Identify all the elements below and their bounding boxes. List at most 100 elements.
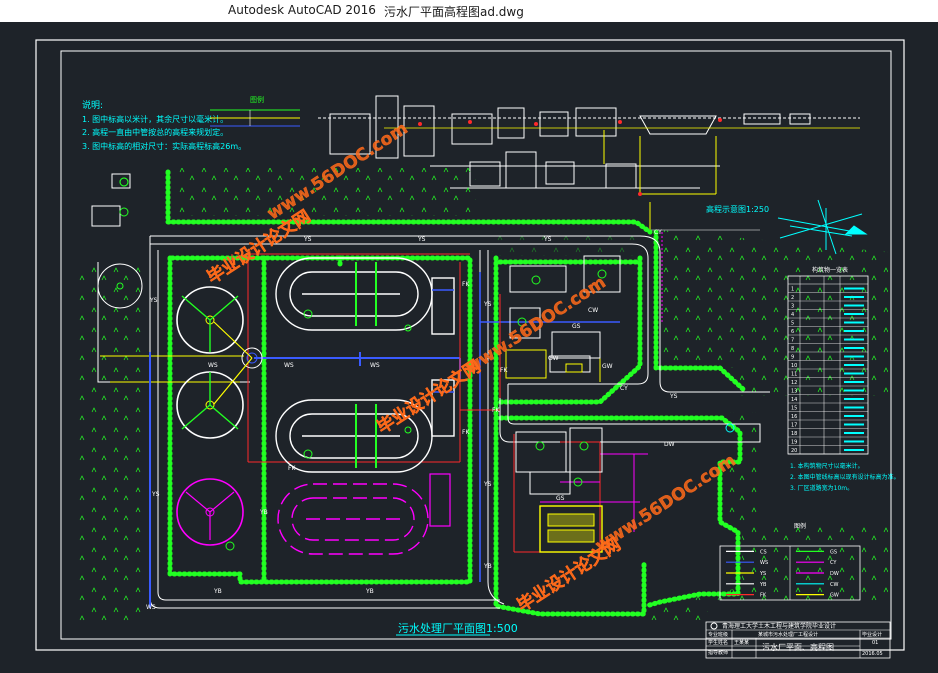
table-row-number: 18 <box>791 431 797 437</box>
notes-line-1: 1. 图中标高以米计，其余尺寸以毫米计。 <box>82 114 228 124</box>
pipe-label: GS <box>572 323 581 330</box>
tb-date: 2016.05 <box>862 651 883 657</box>
tb-role-3: 指导教师 <box>708 649 728 656</box>
pipe-label: FK <box>288 465 296 472</box>
pipe-label: YB <box>365 588 374 595</box>
table-row-number: 12 <box>791 380 797 386</box>
table-row-number: 10 <box>791 363 797 369</box>
inner-frame <box>60 50 892 640</box>
table-row-number: 11 <box>791 372 797 378</box>
pipe-legend-table: 图例 CS WS YS YB FK GS CY DW CW GW <box>719 522 861 601</box>
pipe-label: FK <box>500 367 508 374</box>
table-row-number: 13 <box>791 389 797 395</box>
notes-block: 说明: 1. 图中标高以米计，其余尺寸以毫米计。 2. 高程一直由中管按总的高程… <box>82 99 246 151</box>
window-title-bar: Autodesk AutoCAD 2016 污水厂平面高程图ad.dwg <box>0 0 938 22</box>
pipe-label: CW <box>588 307 598 314</box>
table-row-number: 6 <box>791 329 794 335</box>
pipe-label: YS <box>303 236 312 243</box>
pipe-label: YS <box>669 393 678 400</box>
app-title: Autodesk AutoCAD 2016 <box>228 3 376 17</box>
file-title: 污水厂平面高程图ad.dwg <box>384 5 524 19</box>
pipe-label: CY <box>620 385 628 392</box>
legend-code: WS <box>760 560 768 566</box>
legend-code: CW <box>830 582 838 588</box>
notes-line-2: 2. 高程一直由中管按总的高程来规划定。 <box>82 127 228 137</box>
clarifier-tanks <box>176 286 263 546</box>
pipe-label: YS <box>483 481 492 488</box>
legend-code: CY <box>830 560 837 566</box>
table-note-3: 3. 厂区道路宽为10m。 <box>790 484 853 492</box>
pipe-label: YS <box>149 297 158 304</box>
pipe-label: YB <box>213 588 222 595</box>
pipe-label: YS <box>483 301 492 308</box>
pipe-network <box>100 232 663 608</box>
pipe-label: YS <box>543 236 552 243</box>
notes-line-3: 3. 图中标高的相对尺寸：实际高程标高26m。 <box>82 141 246 151</box>
pipe-legend-title: 图例 <box>794 522 806 530</box>
pipe-label: FK <box>462 281 470 288</box>
pipe-labels: YS YS YS YS YS YS YS YS YB YB YB WS WS W… <box>146 229 678 611</box>
table-row-number: 14 <box>791 397 797 403</box>
pipe-label: FK <box>462 429 470 436</box>
legend-code: FK <box>760 593 767 599</box>
process-buildings <box>505 255 621 553</box>
table-row-number: 7 <box>791 338 794 344</box>
table-row-number: 20 <box>791 448 797 454</box>
pipe-label: CY <box>654 229 662 236</box>
top-legend-title: 图例 <box>250 95 264 104</box>
table-row-number: 17 <box>791 423 797 429</box>
tb-school: 青海理工大学土木工程与建筑学院毕业设计 <box>722 622 836 630</box>
table-note-2: 2. 本图中管线标高以现有设计标高为准。 <box>790 473 900 481</box>
tb-sheet: 01 <box>872 640 878 646</box>
table-row-number: 16 <box>791 414 797 420</box>
table-row-number: 19 <box>791 440 797 446</box>
pipe-label: GW <box>548 355 559 362</box>
pipe-label: WS <box>146 604 156 611</box>
table-row-number: 2 <box>791 295 794 301</box>
pipe-label: YB <box>483 563 492 570</box>
table-note-1: 1. 本构筑物尺寸以毫米计。 <box>790 462 864 470</box>
pipe-label: GS <box>556 495 565 502</box>
legend-code: CS <box>760 549 767 555</box>
tb-student: 王某某 <box>734 640 749 646</box>
legend-code: GW <box>830 593 839 599</box>
school-logo-icon <box>710 622 718 630</box>
notes-heading: 说明: <box>82 99 103 111</box>
pipe-label: WS <box>370 362 380 369</box>
legend-code: GS <box>830 549 837 555</box>
table-row-number: 1 <box>791 287 794 293</box>
table-row-number: 3 <box>791 304 794 310</box>
top-legend: 图例 <box>210 95 300 127</box>
legend-code: YB <box>759 582 767 588</box>
table-row-number: 15 <box>791 406 797 412</box>
title-block: 青海理工大学土木工程与建筑学院毕业设计 专业班级 某城市污水处理厂工程设计 毕业… <box>705 621 891 659</box>
table-title: 构筑物一览表 <box>812 266 848 274</box>
outer-frame <box>35 39 905 651</box>
plan-title: 污水处理厂平面图1:500 <box>398 622 518 635</box>
pipe-label: YS <box>417 236 426 243</box>
pipe-label: DW <box>664 441 675 448</box>
table-row-number: 8 <box>791 346 794 352</box>
table-row-number: 9 <box>791 355 794 361</box>
legend-code: YS <box>759 571 766 577</box>
future-ditch <box>277 483 429 555</box>
pipe-label: GW <box>602 363 613 370</box>
oxidation-ditches <box>275 257 455 473</box>
pipe-label: WS <box>284 362 294 369</box>
legend-code: DW <box>830 571 839 577</box>
tb-role-1: 专业班级 <box>708 631 728 638</box>
future-filter <box>429 473 451 527</box>
pipe-label: YS <box>151 491 160 498</box>
tb-stage: 毕业设计 <box>862 631 882 638</box>
structure-markers <box>119 177 735 551</box>
pipe-label: WS <box>208 362 218 369</box>
pipe-label: FK <box>492 407 500 414</box>
lawn-areas <box>76 168 888 626</box>
drawing-canvas[interactable]: 说明: 1. 图中标高以米计，其余尺寸以毫米计。 2. 高程一直由中管按总的高程… <box>0 22 938 669</box>
tb-drawing: 污水厂平面、高程图 <box>762 642 834 652</box>
profile-scale-label: 高程示意图1:250 <box>706 204 769 214</box>
tb-project: 某城市污水处理厂工程设计 <box>758 631 818 638</box>
north-arrow-icon <box>777 199 868 255</box>
hedge-lines <box>165 169 747 617</box>
